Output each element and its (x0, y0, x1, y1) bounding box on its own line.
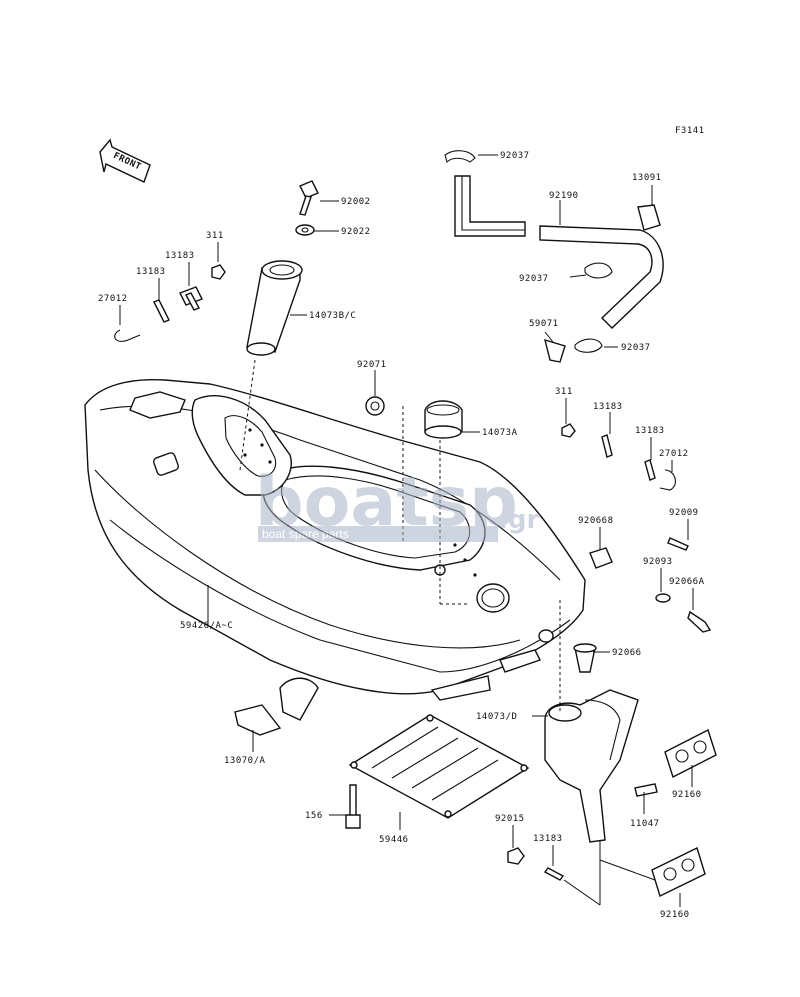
bolt-92066a (687, 610, 712, 633)
label-59071: 59071 (529, 319, 559, 329)
label-13183-e: 13183 (533, 834, 563, 844)
nut-311-right (561, 423, 576, 438)
label-92160-lower: 92160 (660, 910, 690, 920)
clip-27012-left (114, 329, 141, 342)
hose-assembly (444, 150, 664, 363)
leader-lines (119, 154, 694, 907)
label-59446: 59446 (379, 835, 409, 845)
cap-14073a (424, 400, 463, 439)
label-92037-top: 92037 (500, 151, 530, 161)
label-156: 156 (305, 811, 323, 821)
nut-311-left (211, 264, 226, 280)
label-92015: 92015 (495, 814, 525, 824)
grate-59446 (348, 714, 530, 819)
label-13091: 13091 (632, 173, 662, 183)
gasket-92160-upper (664, 729, 717, 778)
label-14073a: 14073A (482, 428, 518, 438)
label-92037-mid: 92037 (519, 274, 549, 284)
screw-92009 (667, 537, 689, 551)
watermark: boatsp .gr boat spare parts (255, 463, 539, 542)
nut-92015 (507, 847, 525, 865)
label-92022: 92022 (341, 227, 371, 237)
label-92009: 92009 (669, 508, 699, 518)
pins-13183-left (153, 286, 203, 323)
front-arrow: FRONT (99, 138, 151, 183)
bolt-92002 (299, 180, 319, 216)
bolt-156 (349, 784, 357, 819)
bracket-13070 (234, 677, 319, 736)
label-14073bc: 14073B/C (309, 311, 356, 321)
label-92066a: 92066A (669, 577, 705, 587)
label-13183-d: 13183 (635, 426, 665, 436)
clip-27012-right (659, 469, 676, 491)
bolt-11047 (634, 783, 658, 797)
label-13070: 13070/A (224, 756, 266, 766)
pin-13183-bottom (543, 867, 565, 881)
pins-13183-right (601, 434, 656, 481)
label-92066: 92066 (612, 648, 642, 658)
label-27012-right: 27012 (659, 449, 689, 459)
gasket-92160-lower (651, 847, 706, 897)
label-92071: 92071 (357, 360, 387, 370)
label-311-right: 311 (555, 387, 573, 397)
bracket-920668 (589, 547, 613, 569)
part-labels: 92037 92190 13091 92037 59071 92037 9200… (98, 151, 705, 920)
label-92160-upper: 92160 (672, 790, 702, 800)
figure-code: F3141 (675, 126, 705, 136)
label-92190: 92190 (549, 191, 579, 201)
label-311-left: 311 (206, 231, 224, 241)
washer-92093 (655, 593, 671, 603)
label-920668: 920668 (578, 516, 614, 526)
label-13183-a: 13183 (165, 251, 195, 261)
label-92037-low: 92037 (621, 343, 651, 353)
ring-92071 (365, 396, 385, 416)
label-14073d: 14073/D (476, 712, 517, 722)
exhaust-14073d (544, 689, 639, 843)
label-13183-b: 13183 (136, 267, 166, 277)
label-59426: 59426/A~C (180, 621, 233, 631)
label-13183-c: 13183 (593, 402, 623, 412)
washer-92022 (295, 224, 315, 236)
watermark-suffix: .gr (498, 505, 539, 535)
filler-tube-14073bc (246, 260, 303, 356)
label-27012-left: 27012 (98, 294, 128, 304)
label-11047: 11047 (630, 819, 660, 829)
label-92002: 92002 (341, 197, 371, 207)
watermark-tagline: boat spare parts (262, 527, 349, 541)
label-92093: 92093 (643, 557, 673, 567)
